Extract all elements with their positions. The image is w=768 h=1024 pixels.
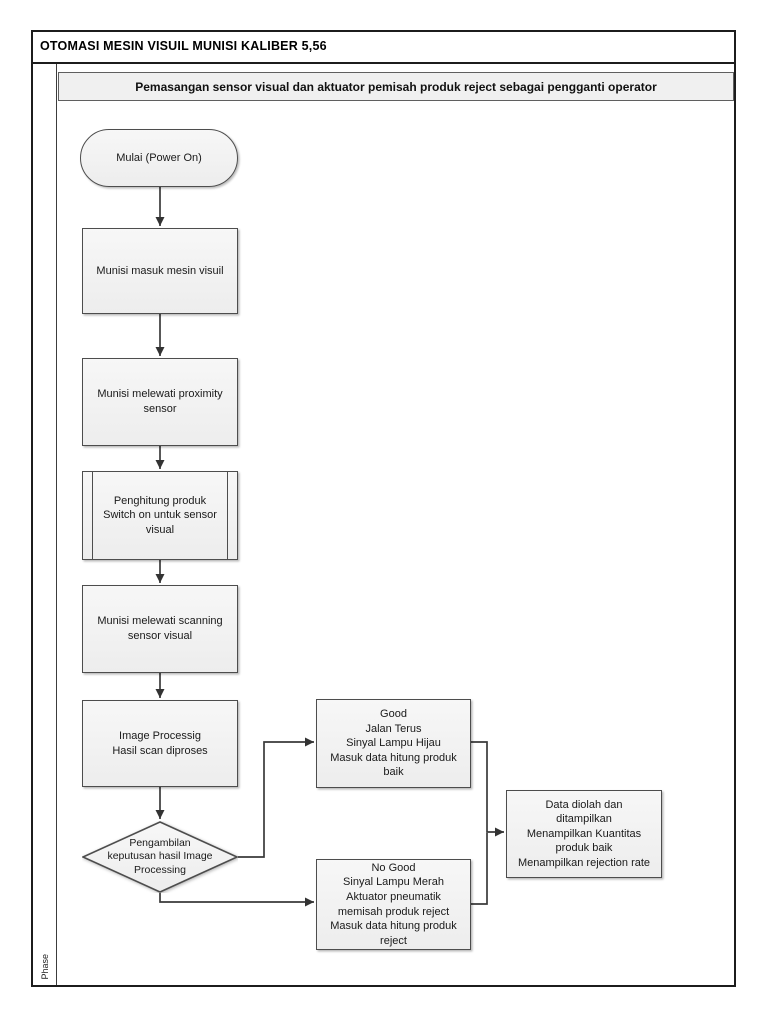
node-proximity-sensor: Munisi melewati proximity sensor bbox=[82, 358, 238, 446]
node-proximity-sensor-label: Munisi melewati proximity sensor bbox=[97, 388, 223, 415]
node-start-label: Mulai (Power On) bbox=[116, 151, 202, 164]
node-penghitung-produk-label: Penghitung produk Switch on untuk sensor… bbox=[103, 494, 217, 536]
node-good-result: Good Jalan Terus Sinyal Lampu Hijau Masu… bbox=[316, 699, 471, 788]
node-image-processing: Image Processig Hasil scan diproses bbox=[82, 700, 238, 787]
diagram-title: OTOMASI MESIN VISUIL MUNISI KALIBER 5,56 bbox=[40, 39, 327, 53]
node-decision-diamond: Pengambilan keputusan hasil Image Proces… bbox=[82, 821, 238, 893]
node-image-processing-label: Image Processig Hasil scan diproses bbox=[112, 729, 208, 757]
edge-good-output bbox=[471, 741, 504, 837]
edge-decision-good bbox=[238, 737, 314, 858]
node-good-result-label: Good Jalan Terus Sinyal Lampu Hijau Masu… bbox=[330, 708, 457, 779]
node-munisi-masuk-label: Munisi masuk mesin visuil bbox=[96, 264, 224, 277]
lane-header: Pemasangan sensor visual dan aktuator pe… bbox=[58, 72, 734, 101]
lane-title: Pemasangan sensor visual dan aktuator pe… bbox=[135, 79, 657, 94]
node-data-output: Data diolah dan ditampilkan Menampilkan … bbox=[506, 790, 662, 878]
node-penghitung-produk: Penghitung produk Switch on untuk sensor… bbox=[82, 471, 238, 560]
decision-diamond-shape bbox=[82, 821, 238, 893]
node-no-good-result: No Good Sinyal Lampu Merah Aktuator pneu… bbox=[316, 859, 471, 950]
node-start-terminator: Mulai (Power On) bbox=[80, 129, 238, 187]
diagram-title-bar: OTOMASI MESIN VISUIL MUNISI KALIBER 5,56 bbox=[31, 30, 736, 64]
node-scanning-sensor: Munisi melewati scanning sensor visual bbox=[82, 585, 238, 673]
node-no-good-result-label: No Good Sinyal Lampu Merah Aktuator pneu… bbox=[330, 861, 457, 947]
edge-decision-nogood bbox=[159, 893, 314, 907]
node-decision-label: Pengambilan keputusan hasil Image Proces… bbox=[107, 836, 213, 876]
phase-band: Phase bbox=[33, 64, 57, 985]
node-scanning-sensor-label: Munisi melewati scanning sensor visual bbox=[97, 615, 223, 642]
edge-nogood-output bbox=[471, 833, 488, 905]
node-data-output-label: Data diolah dan ditampilkan Menampilkan … bbox=[517, 798, 651, 869]
node-munisi-masuk: Munisi masuk mesin visuil bbox=[82, 228, 238, 314]
